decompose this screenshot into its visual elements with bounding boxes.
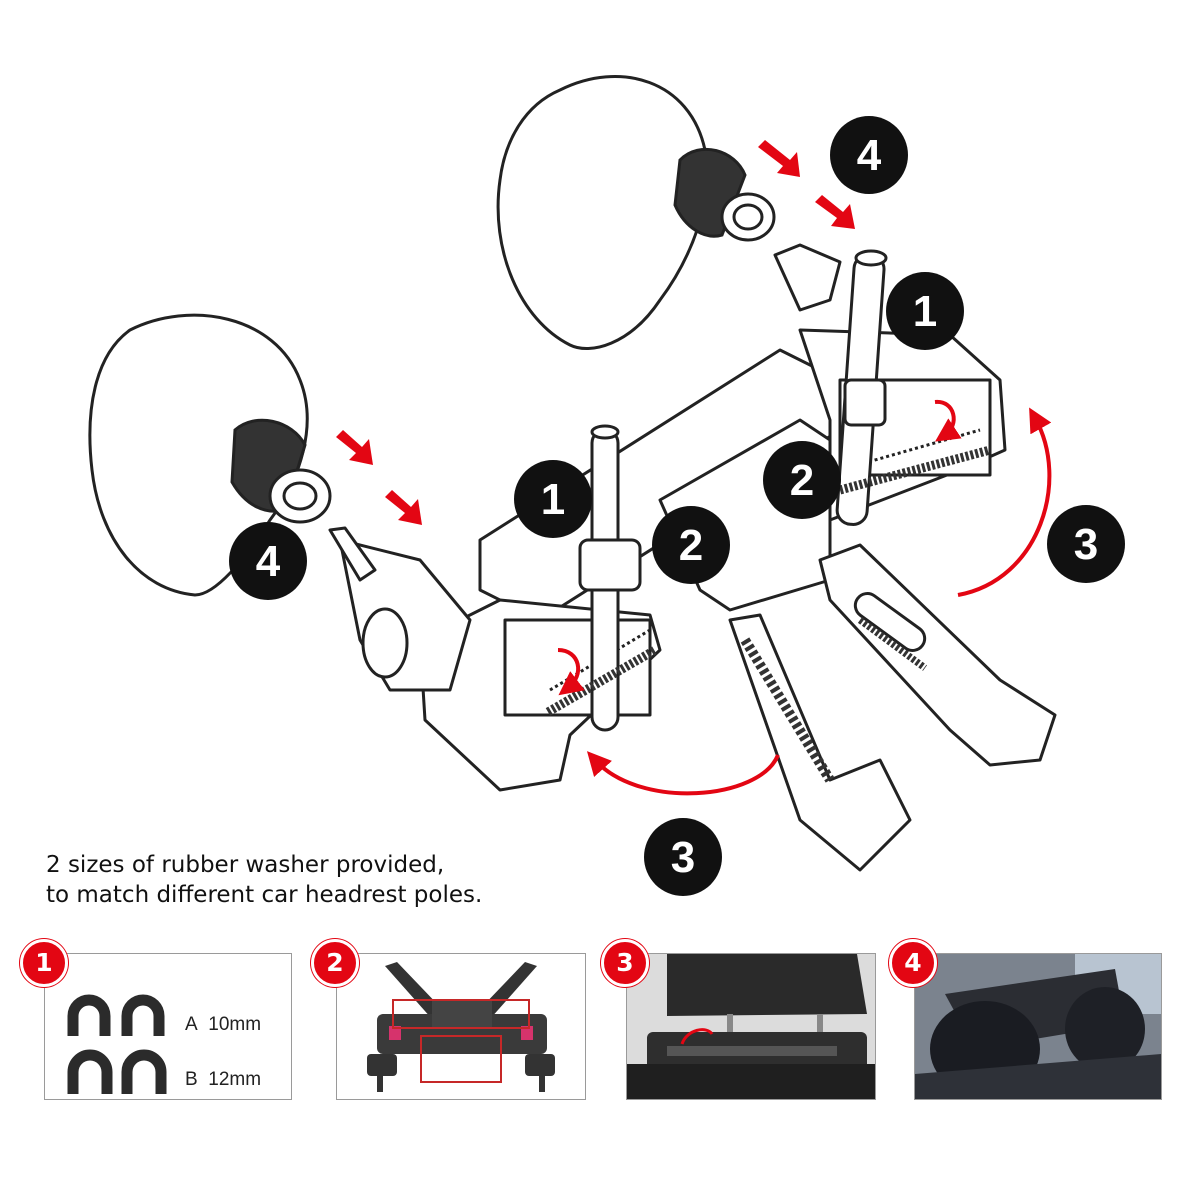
washer-b-1 <box>67 1049 113 1094</box>
panel-seat-install <box>626 953 876 1100</box>
seat-install-photo <box>627 954 875 1099</box>
washer-caption: 2 sizes of rubber washer provided, to ma… <box>46 850 482 910</box>
insert-arrows <box>336 140 855 525</box>
washer-a-label: A 10mm <box>185 1014 262 1035</box>
step-badge-3-bottom: 3 <box>644 818 722 896</box>
svg-text:4: 4 <box>256 537 281 586</box>
bracket-photo <box>367 962 555 1092</box>
step-badge-4-left: 4 <box>229 522 307 600</box>
svg-text:2: 2 <box>790 456 814 505</box>
pillow-installed-photo <box>915 954 1161 1099</box>
svg-text:2: 2 <box>679 521 703 570</box>
caption-line-2: to match different car headrest poles. <box>46 882 483 908</box>
svg-text:1: 1 <box>541 475 565 524</box>
headrest-pillow-right <box>496 75 776 350</box>
panel-washers: A 10mm B 12mm <box>44 953 292 1100</box>
washer-b-2 <box>121 1049 167 1094</box>
rotate-arrows <box>557 399 1052 796</box>
svg-text:3: 3 <box>1074 520 1098 569</box>
svg-text:3: 3 <box>671 833 695 882</box>
step-badge-2-left: 2 <box>652 506 730 584</box>
step-badge-1-left: 1 <box>514 460 592 538</box>
panel-bracket <box>336 953 586 1100</box>
washer-icons <box>67 994 167 1094</box>
bracket-assembly <box>328 243 1057 872</box>
washer-a-1 <box>67 994 111 1036</box>
washer-a-2 <box>121 994 165 1036</box>
step-badge-1-right: 1 <box>886 272 964 350</box>
svg-text:4: 4 <box>857 131 882 180</box>
panel-badge-2: 2 <box>311 939 359 987</box>
panel-pillow-installed <box>914 953 1162 1100</box>
caption-line-1: 2 sizes of rubber washer provided, <box>46 852 445 878</box>
washer-b-label: B 12mm <box>185 1069 262 1090</box>
panel-badge-1: 1 <box>20 939 68 987</box>
svg-text:1: 1 <box>913 287 937 336</box>
step-badge-4-top: 4 <box>830 116 908 194</box>
panel-badge-4: 4 <box>889 939 937 987</box>
step-badge-2-right: 2 <box>763 441 841 519</box>
step-badge-3-right: 3 <box>1047 505 1125 583</box>
panel-badge-3: 3 <box>601 939 649 987</box>
